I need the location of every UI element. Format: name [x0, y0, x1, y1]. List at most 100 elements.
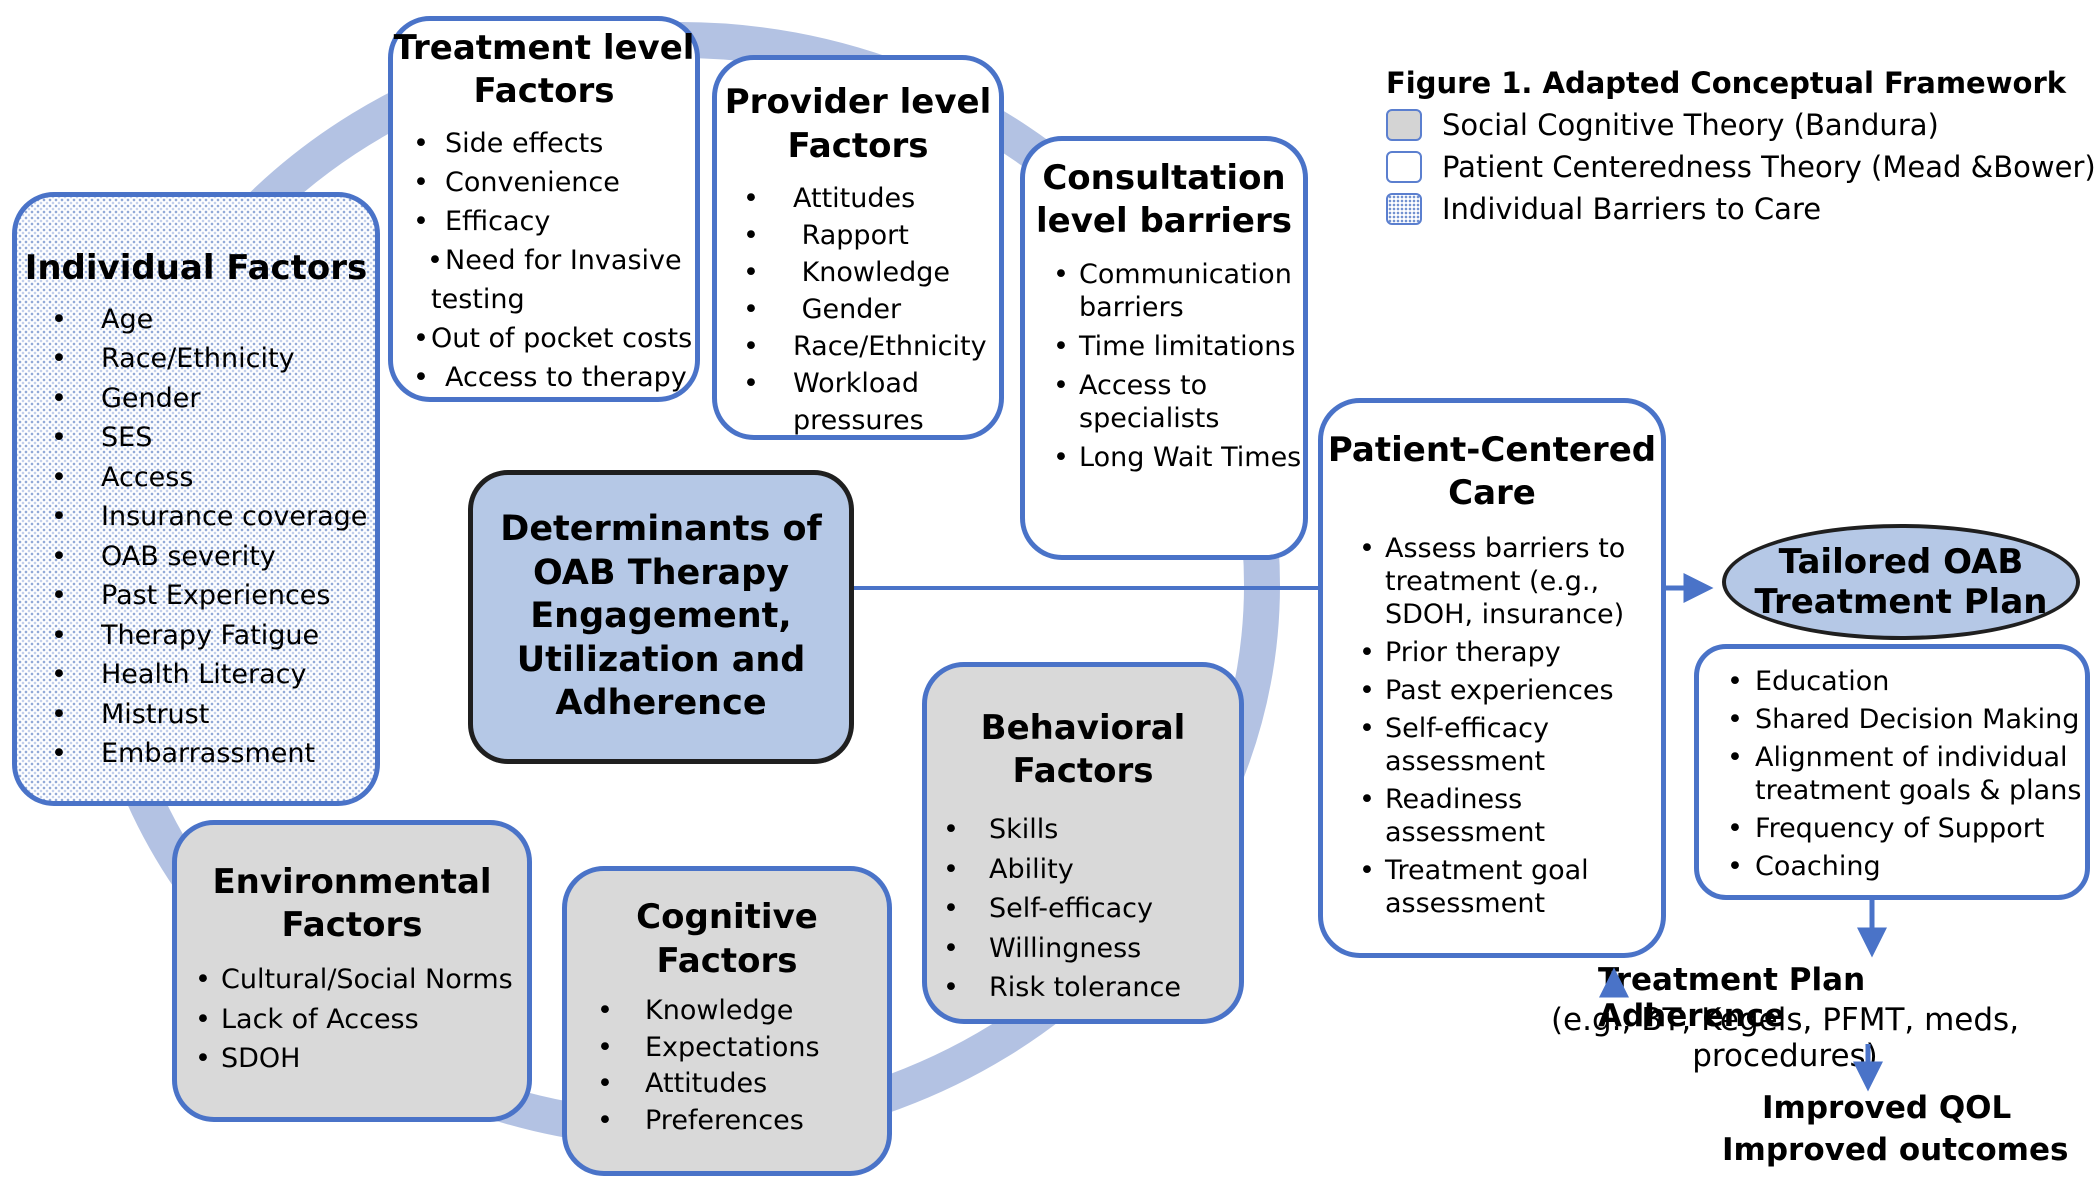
care-list: Assess barriers to treatment (e.g., SDOH…	[1323, 532, 1661, 920]
factor-list: Skills Ability Self-efficacy Willingness…	[927, 810, 1239, 1008]
factor-list: Cultural/Social Norms Lack of Access SDO…	[177, 960, 527, 1079]
title-line: Treatment Plan	[1754, 582, 2048, 622]
box-title: Individual Factors	[24, 248, 368, 288]
outcome-improved: Improved outcomes	[1722, 1132, 2069, 1168]
list-item: Knowledge	[717, 254, 999, 291]
list-item: Workload pressures	[717, 365, 999, 439]
list-item: Mistrust	[17, 695, 375, 735]
title-line: Behavioral	[980, 708, 1186, 748]
list-item: Self-efficacy assessment	[1323, 712, 1661, 778]
list-item: Side effects	[393, 124, 695, 163]
box-title: Patient-Centered Care	[1323, 429, 1661, 514]
environmental-factors-box: Environmental Factors Cultural/Social No…	[172, 820, 532, 1122]
list-item: SES	[17, 418, 375, 458]
title-line: Factors	[787, 126, 929, 167]
list-item: Age	[17, 300, 375, 340]
list-item: Out of pocket costs	[393, 319, 695, 358]
title-line: Utilization and	[516, 639, 806, 680]
box-title: Cognitive Factors	[567, 895, 887, 983]
list-item: Frequency of Support	[1699, 812, 2085, 845]
title-line: Cognitive	[636, 897, 818, 937]
list-item: Need for Invasive testing	[393, 241, 695, 319]
box-title: Determinants of OAB Therapy Engagement, …	[500, 508, 821, 726]
treatment-level-factors-box: Treatment level Factors Side effects Con…	[388, 16, 700, 402]
list-item: Preferences	[567, 1103, 887, 1140]
list-item: Efficacy	[393, 202, 695, 241]
adherence-examples: (e.g., BT, Kegels, PFMT, meds, procedure…	[1550, 1002, 2020, 1074]
list-item: Risk tolerance	[927, 968, 1239, 1008]
consultation-level-barriers-box: Consultation level barriers Communicatio…	[1020, 136, 1308, 560]
list-item: Education	[1699, 665, 2085, 698]
list-item: Gender	[17, 379, 375, 419]
list-item: Lack of Access	[177, 1000, 527, 1040]
list-item: Access to specialists	[1025, 369, 1303, 435]
legend: Figure 1. Adapted Conceptual Framework S…	[1386, 66, 2096, 230]
title-line: Tailored OAB	[1778, 542, 2024, 582]
legend-swatch-white	[1386, 151, 1422, 183]
list-item: Communication barriers	[1025, 258, 1303, 324]
provider-level-factors-box: Provider level Factors Attitudes Rapport…	[712, 55, 1004, 440]
factor-list: Age Race/Ethnicity Gender SES Access Ins…	[17, 300, 375, 774]
legend-item-individual-barriers: Individual Barriers to Care	[1386, 188, 2096, 230]
factor-list: Attitudes Rapport Knowledge Gender Race/…	[717, 180, 999, 439]
list-item: Cultural/Social Norms	[177, 960, 527, 1000]
list-item: Gender	[717, 291, 999, 328]
list-item: Access to therapy	[393, 358, 695, 397]
patient-centered-care-box: Patient-Centered Care Assess barriers to…	[1318, 398, 1666, 958]
box-title: Provider level Factors	[717, 80, 999, 168]
oval-title: Tailored OAB Treatment Plan	[1755, 542, 2048, 622]
title-line: Factors	[281, 904, 423, 945]
title-line: Factors	[656, 941, 798, 982]
list-item: Access	[17, 458, 375, 498]
list-item: Expectations	[567, 1030, 887, 1067]
title-line: Care	[1448, 472, 1536, 513]
box-title: Behavioral Factors	[927, 707, 1239, 792]
legend-swatch-grey	[1386, 109, 1422, 141]
list-item: Therapy Fatigue	[17, 616, 375, 656]
list-item: Shared Decision Making	[1699, 703, 2085, 736]
individual-factors-box: Individual Factors Age Race/Ethnicity Ge…	[12, 192, 380, 806]
legend-title: Figure 1. Adapted Conceptual Framework	[1386, 66, 2067, 100]
list-item: Embarrassment	[17, 734, 375, 774]
behavioral-factors-box: Behavioral Factors Skills Ability Self-e…	[922, 662, 1244, 1024]
title-line: Factors	[1012, 750, 1154, 791]
list-item: Rapport	[717, 217, 999, 254]
list-item: Coaching	[1699, 850, 2085, 883]
title-line: Patient-Centered	[1327, 430, 1657, 470]
tailored-treatment-plan-oval: Tailored OAB Treatment Plan	[1722, 524, 2080, 640]
list-item: Self-efficacy	[927, 889, 1239, 929]
title-line: OAB Therapy	[532, 552, 790, 593]
list-item: Race/Ethnicity	[17, 339, 375, 379]
list-item: Ability	[927, 850, 1239, 890]
title-line: Consultation	[1042, 158, 1286, 198]
outcome-qol: Improved QOL	[1762, 1090, 2012, 1126]
list-item: Willingness	[927, 929, 1239, 969]
list-item: Assess barriers to treatment (e.g., SDOH…	[1323, 532, 1661, 631]
list-item: Attitudes	[717, 180, 999, 217]
box-title: Treatment level Factors	[393, 27, 695, 112]
plan-list: Education Shared Decision Making Alignme…	[1699, 665, 2085, 883]
list-item: Health Literacy	[17, 655, 375, 695]
cognitive-factors-box: Cognitive Factors Knowledge Expectations…	[562, 866, 892, 1176]
title-line: Factors	[473, 70, 615, 111]
title-line: Environmental	[212, 862, 492, 902]
list-item: Treatment goal assessment	[1323, 854, 1661, 920]
legend-item-patient-centeredness: Patient Centeredness Theory (Mead &Bower…	[1386, 146, 2096, 188]
treatment-plan-components-box: Education Shared Decision Making Alignme…	[1694, 644, 2090, 900]
list-item: Convenience	[393, 163, 695, 202]
legend-label: Social Cognitive Theory (Bandura)	[1442, 108, 1939, 142]
factor-list: Knowledge Expectations Attitudes Prefere…	[567, 993, 887, 1139]
title-line: level barriers	[1036, 200, 1292, 241]
legend-label: Individual Barriers to Care	[1442, 192, 1822, 226]
legend-item-social-cognitive: Social Cognitive Theory (Bandura)	[1386, 104, 2096, 146]
list-item: Insurance coverage	[17, 497, 375, 537]
list-item: Readiness assessment	[1323, 783, 1661, 849]
legend-swatch-hatched	[1386, 193, 1422, 225]
list-item: Attitudes	[567, 1066, 887, 1103]
title-line: Provider level	[724, 82, 992, 122]
title-line: Engagement,	[530, 596, 792, 637]
list-item: Skills	[927, 810, 1239, 850]
list-item: Knowledge	[567, 993, 887, 1030]
list-item: Time limitations	[1025, 330, 1303, 363]
